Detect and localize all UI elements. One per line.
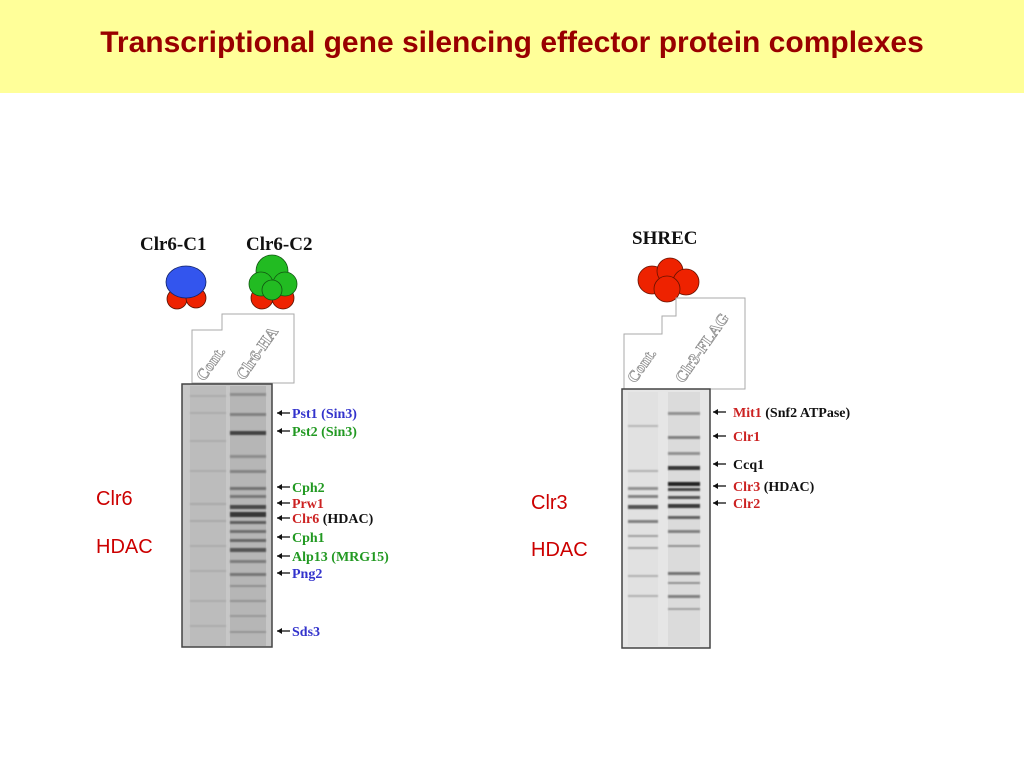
svg-text:Clr3 (HDAC): Clr3 (HDAC) [733, 480, 815, 495]
svg-text:Sds3: Sds3 [292, 625, 320, 640]
left-band-label-png2: Png2 [277, 567, 322, 582]
svg-text:Clr6 (HDAC): Clr6 (HDAC) [292, 512, 374, 527]
left-band-label-clr6: Clr6 (HDAC) [277, 512, 374, 527]
clr6-c1-complex-icon [165, 265, 207, 310]
right-band-label-ccq1: Ccq1 [713, 458, 764, 473]
complex-label-clr6-c1: Clr6-C1 [140, 234, 206, 255]
svg-text:Cph2: Cph2 [292, 481, 325, 496]
right-side-label-clr3: Clr3 [531, 492, 568, 514]
left-band-label-alp13: Alp13 (MRG15) [277, 550, 389, 565]
right-band-label-clr3: Clr3 (HDAC) [713, 480, 815, 495]
svg-text:Pst2 (Sin3): Pst2 (Sin3) [292, 425, 357, 440]
left-band-label-pst1: Pst1 (Sin3) [277, 407, 357, 422]
right-band-label-clr1: Clr1 [713, 430, 760, 445]
left-side-label-hdac: HDAC [96, 536, 153, 558]
right-gel-image [621, 388, 711, 649]
left-band-label-prw1: Prw1 [277, 497, 324, 512]
svg-text:Prw1: Prw1 [292, 497, 324, 512]
left-band-label-cph1: Cph1 [277, 531, 325, 546]
right-band-label-mit1: Mit1 (Snf2 ATPase) [713, 406, 851, 421]
svg-text:Mit1 (Snf2 ATPase): Mit1 (Snf2 ATPase) [733, 406, 851, 421]
left-band-label-cph2: Cph2 [277, 481, 325, 496]
right-complex-diagram: SHREC Cont. Clr3-FLAG [623, 228, 746, 390]
complex-label-shrec: SHREC [632, 228, 697, 249]
left-lane-header [191, 313, 295, 384]
shrec-complex-icon [637, 257, 700, 303]
complex-label-clr6-c2: Clr6-C2 [246, 234, 312, 255]
svg-text:Png2: Png2 [292, 567, 322, 582]
left-band-label-sds3: Sds3 [277, 625, 320, 640]
svg-text:Clr2: Clr2 [733, 497, 760, 512]
left-gel-image [181, 383, 273, 648]
svg-text:Ccq1: Ccq1 [733, 458, 764, 473]
title-banner [0, 0, 1024, 93]
svg-text:Pst1 (Sin3): Pst1 (Sin3) [292, 407, 357, 422]
right-side-label-hdac: HDAC [531, 539, 588, 561]
left-band-label-pst2: Pst2 (Sin3) [277, 425, 357, 440]
slide-title: Transcriptional gene silencing effector … [100, 26, 924, 59]
left-complex-diagram: Clr6-C1 Clr6-C2 Cont. Clr6-HA [140, 234, 312, 385]
svg-text:Clr1: Clr1 [733, 430, 760, 445]
svg-text:Alp13 (MRG15): Alp13 (MRG15) [292, 550, 389, 565]
left-side-label-clr6: Clr6 [96, 488, 133, 510]
right-band-label-clr2: Clr2 [713, 497, 760, 512]
clr6-c2-complex-icon [248, 254, 298, 310]
svg-text:Cph1: Cph1 [292, 531, 325, 546]
